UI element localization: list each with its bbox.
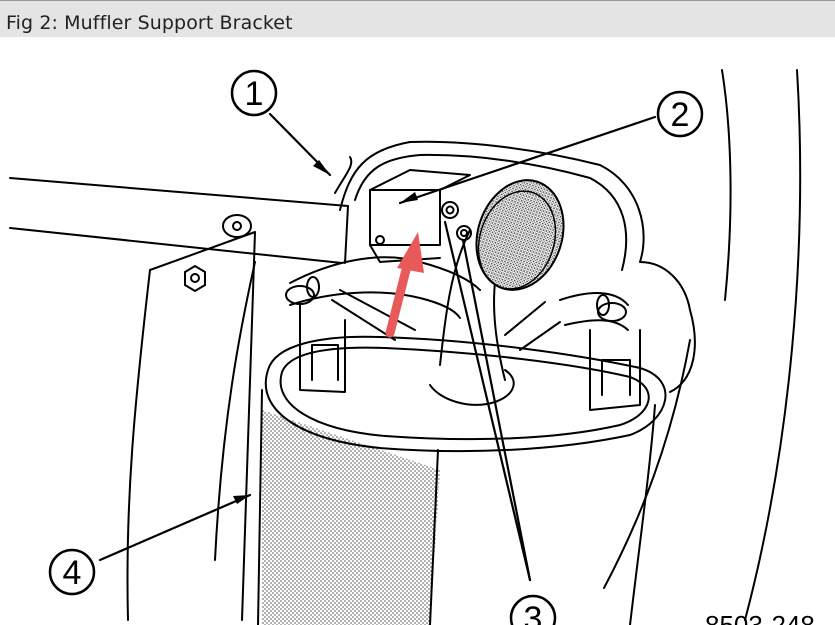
panel-outline <box>149 231 256 621</box>
muffler-body <box>262 410 440 625</box>
hanger-bar <box>289 291 461 319</box>
nut-fastener <box>184 264 206 293</box>
body-panel-line <box>744 69 802 621</box>
cross-member-grommet <box>222 214 252 238</box>
cross-member <box>334 156 353 194</box>
muffler-seam <box>429 449 439 625</box>
hanger-bar <box>559 292 629 306</box>
callout-label-4: 4 <box>63 554 82 592</box>
callout-circle-2 <box>656 90 704 138</box>
hanger-bar <box>564 319 629 331</box>
leader-line-2 <box>398 115 657 205</box>
support-bracket <box>369 169 471 191</box>
leader-line-3 <box>461 238 532 582</box>
leader-line-4 <box>98 493 252 562</box>
muffler-side <box>257 389 263 625</box>
panel-outline <box>126 269 151 621</box>
callout-label-3: 3 <box>524 600 543 625</box>
hanger-strap <box>504 301 561 351</box>
isolator-left <box>311 344 339 381</box>
callout-circle-4 <box>48 548 96 596</box>
body-panel-line <box>721 69 732 301</box>
muffler-bracket-diagram: 1 2 3 4 8503-248 <box>9 69 815 625</box>
support-bracket <box>369 189 441 246</box>
tail-pipe-flange <box>429 369 515 406</box>
cross-member <box>9 177 349 264</box>
callout-circle-3 <box>509 594 557 625</box>
heat-shield-outline <box>354 153 628 271</box>
caption-bar: Fig 2: Muffler Support Bracket <box>0 0 835 37</box>
callout-label-2: 2 <box>671 96 690 134</box>
isolator-left <box>299 302 346 393</box>
figure-caption: Fig 2: Muffler Support Bracket <box>6 12 293 34</box>
body-panel-line <box>603 339 691 589</box>
callout-circle-1 <box>230 69 278 117</box>
muffler-top <box>264 335 667 453</box>
leader-line-3 <box>443 220 532 582</box>
direction-arrow <box>385 232 424 338</box>
muffler-side <box>629 404 656 625</box>
figure-reference-code: 8503-248 <box>705 610 815 625</box>
heat-shield-outline <box>339 140 696 393</box>
callout-label-1: 1 <box>245 75 264 113</box>
muffler-top <box>279 346 650 441</box>
tail-pipe-outlet-rim <box>477 190 557 290</box>
hanger-strap <box>331 289 416 341</box>
cross-member <box>9 227 343 264</box>
